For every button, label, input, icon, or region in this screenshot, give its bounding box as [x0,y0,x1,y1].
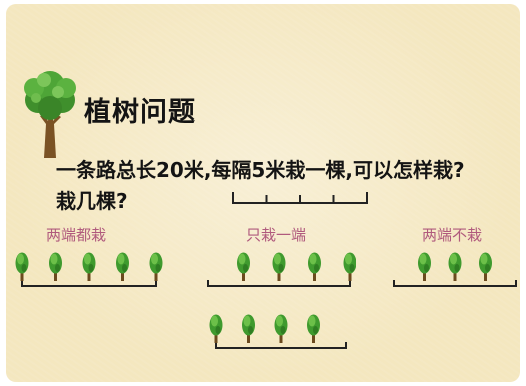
question-line-1: 一条路总长20米,每隔5米栽一棵,可以怎样栽? [56,158,465,182]
category-both-ends-label: 两端都栽 [46,226,107,244]
category-neither-end-label: 两端不栽 [422,226,483,244]
small-tree-icon [272,252,286,281]
small-tree-icon [242,314,255,343]
slide: 植树问题 一条路总长20米,每隔5米栽一棵,可以怎样栽? 栽几棵? 两端都栽 只… [6,4,520,382]
small-tree-icon [479,252,492,281]
small-tree-icon [149,252,163,281]
small-tree-icon [448,252,462,281]
road-line [207,280,351,287]
small-tree-icon [418,252,431,281]
small-tree-icon [274,314,288,343]
small-tree-icon [49,252,62,281]
slide-title: 植树问题 [84,97,196,128]
road-line [215,342,347,349]
neither-end-diagram [390,248,520,290]
small-tree-icon [82,252,96,281]
small-tree-icon [209,314,223,343]
one-end-diagram [204,248,356,290]
small-tree-icon [307,314,320,343]
road-line [393,280,517,287]
question-line-2: 栽几棵? [56,189,128,213]
small-tree-icon [343,252,356,281]
small-tree-icon [116,252,129,281]
small-tree-icon [237,252,250,281]
small-tree-icon [15,252,29,281]
small-tree-icon [308,252,321,281]
road-line [21,280,157,287]
one-end-alt-diagram [202,308,352,352]
big-tree-icon [18,66,82,162]
category-one-end-label: 只栽一端 [246,226,307,244]
road-ruler [232,190,368,209]
both-ends-diagram [14,248,164,290]
